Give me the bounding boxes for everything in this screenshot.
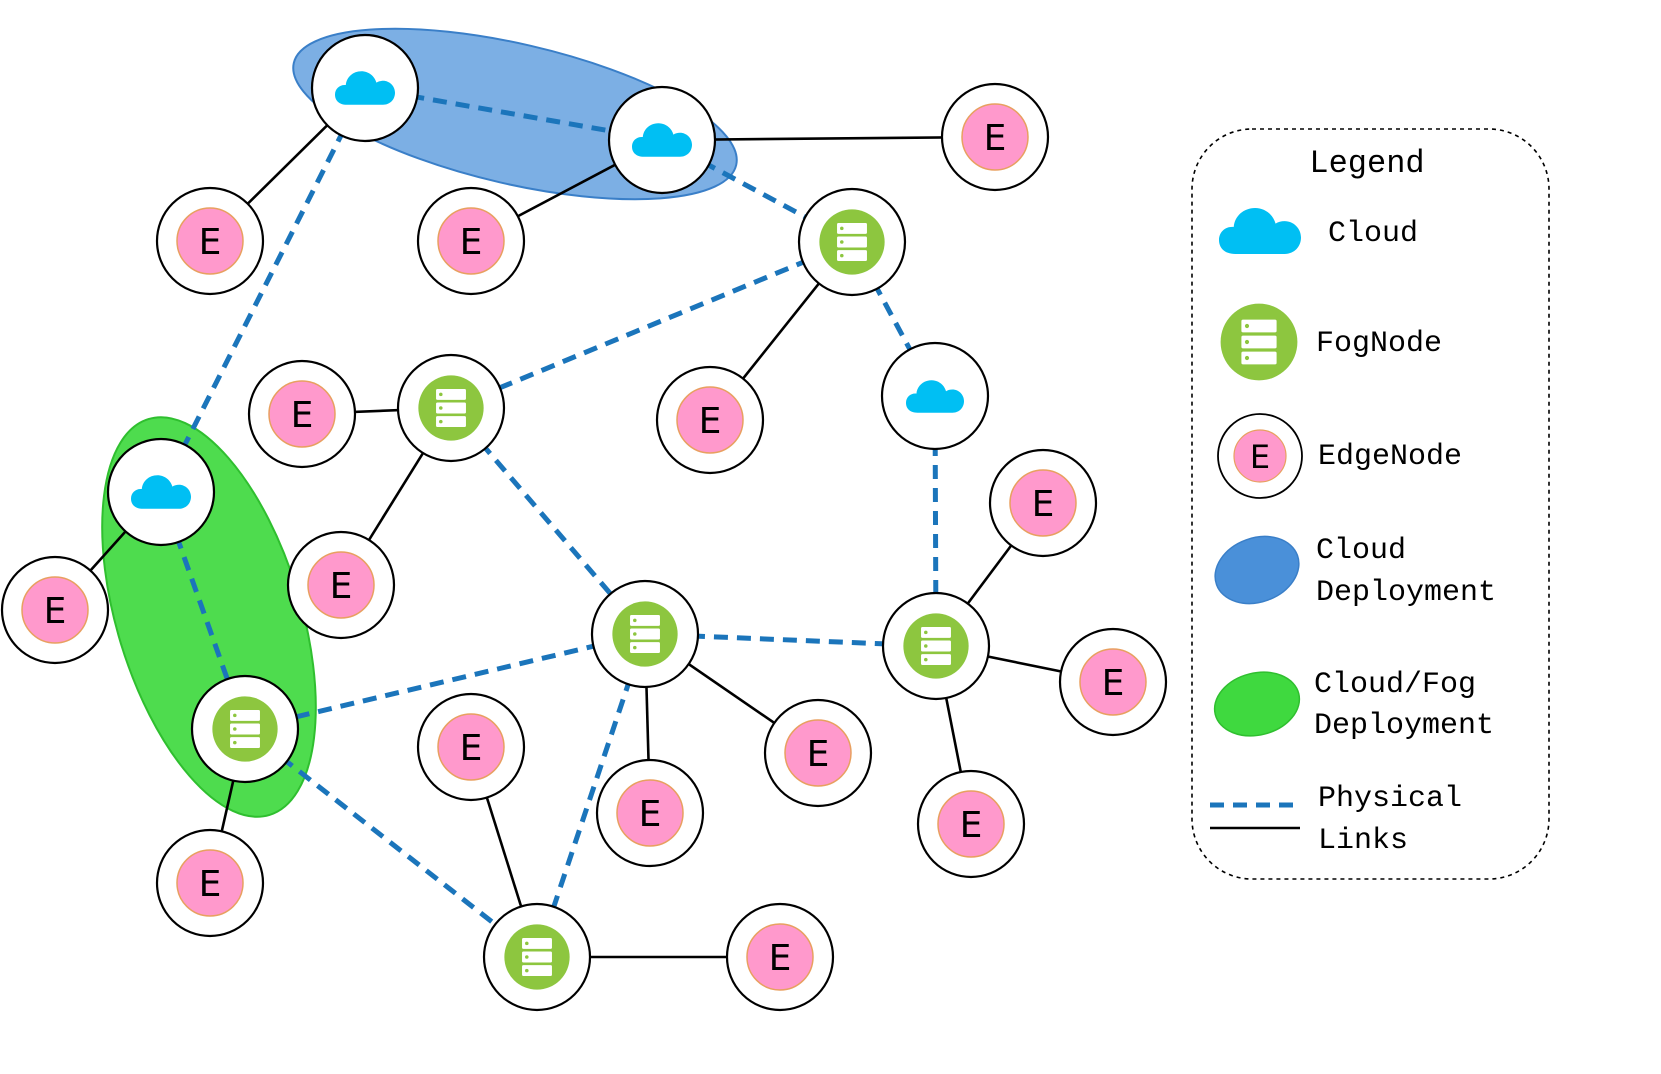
edge-node: E <box>595 758 705 868</box>
legend: Legend Cloud FogNode E EdgeNode Cloud De… <box>1191 128 1550 880</box>
edge-node-label: E <box>330 566 353 607</box>
legend-cloudfog-deployment-line2: Deployment <box>1314 709 1494 743</box>
cloud-deployment-swatch <box>1214 535 1300 605</box>
fog-node-4 <box>881 591 991 701</box>
fog-node-5 <box>190 674 300 784</box>
fog-node-1 <box>797 187 907 297</box>
edge-node-label: E <box>199 864 222 905</box>
edge-nodes: E E E E E E E <box>0 82 1168 1012</box>
edge-node-label: E <box>460 222 483 263</box>
edge-node: E <box>655 365 765 475</box>
edge-node: E <box>155 186 265 296</box>
legend-title: Legend <box>1309 145 1424 182</box>
legend-edge-glyph: E <box>1250 438 1270 476</box>
cloud-node-1 <box>310 33 420 143</box>
edge-node: E <box>155 828 265 938</box>
edge-node-label: E <box>699 401 722 442</box>
fog-node-6 <box>482 902 592 1012</box>
edge-node-icon: E <box>1217 413 1303 499</box>
edge-node: E <box>940 82 1050 192</box>
cloudfog-deployment-swatch <box>1213 671 1301 737</box>
edge-node: E <box>725 902 835 1012</box>
edge-node: E <box>988 448 1098 558</box>
cloud-node-2 <box>607 85 717 195</box>
server-icon <box>212 696 278 762</box>
fog-node-3 <box>590 579 700 689</box>
legend-cloudfog-deployment-line1: Cloud/Fog <box>1314 668 1476 702</box>
fog-node-2 <box>396 353 506 463</box>
edge-node: E <box>0 555 110 665</box>
legend-cloud-deployment-line2: Deployment <box>1316 576 1496 610</box>
edge-node-label: E <box>1102 663 1125 704</box>
edge-node-label: E <box>960 805 983 846</box>
legend-cloud-deployment-line1: Cloud <box>1316 534 1406 568</box>
cloud-node-4 <box>880 341 990 451</box>
legend-edgenode-label: EdgeNode <box>1318 440 1462 474</box>
legend-links-line1: Physical <box>1318 782 1462 816</box>
legend-cloud-label: Cloud <box>1328 217 1418 251</box>
server-icon <box>418 375 484 441</box>
server-icon <box>612 601 678 667</box>
edge-node: E <box>1058 627 1168 737</box>
edge-node-label: E <box>291 395 314 436</box>
edge-node-label: E <box>1032 484 1055 525</box>
edge-node: E <box>416 186 526 296</box>
edge-node: E <box>763 698 873 808</box>
edge-node-label: E <box>639 794 662 835</box>
server-icon <box>903 613 969 679</box>
edge-node-label: E <box>984 118 1007 159</box>
legend-fognode-label: FogNode <box>1316 327 1442 361</box>
cloud-node-3 <box>106 437 216 547</box>
edge-node: E <box>416 692 526 802</box>
edge-node-label: E <box>460 728 483 769</box>
edge-node-label: E <box>769 938 792 979</box>
edge-node-label: E <box>44 591 67 632</box>
server-icon <box>819 209 885 275</box>
edge-node-label: E <box>807 734 830 775</box>
edge-node: E <box>247 359 357 469</box>
edge-node: E <box>286 530 396 640</box>
server-icon <box>1220 303 1298 381</box>
server-icon <box>504 924 570 990</box>
edge-node-label: E <box>199 222 222 263</box>
legend-links-line2: Links <box>1318 824 1408 858</box>
edge-node: E <box>916 769 1026 879</box>
